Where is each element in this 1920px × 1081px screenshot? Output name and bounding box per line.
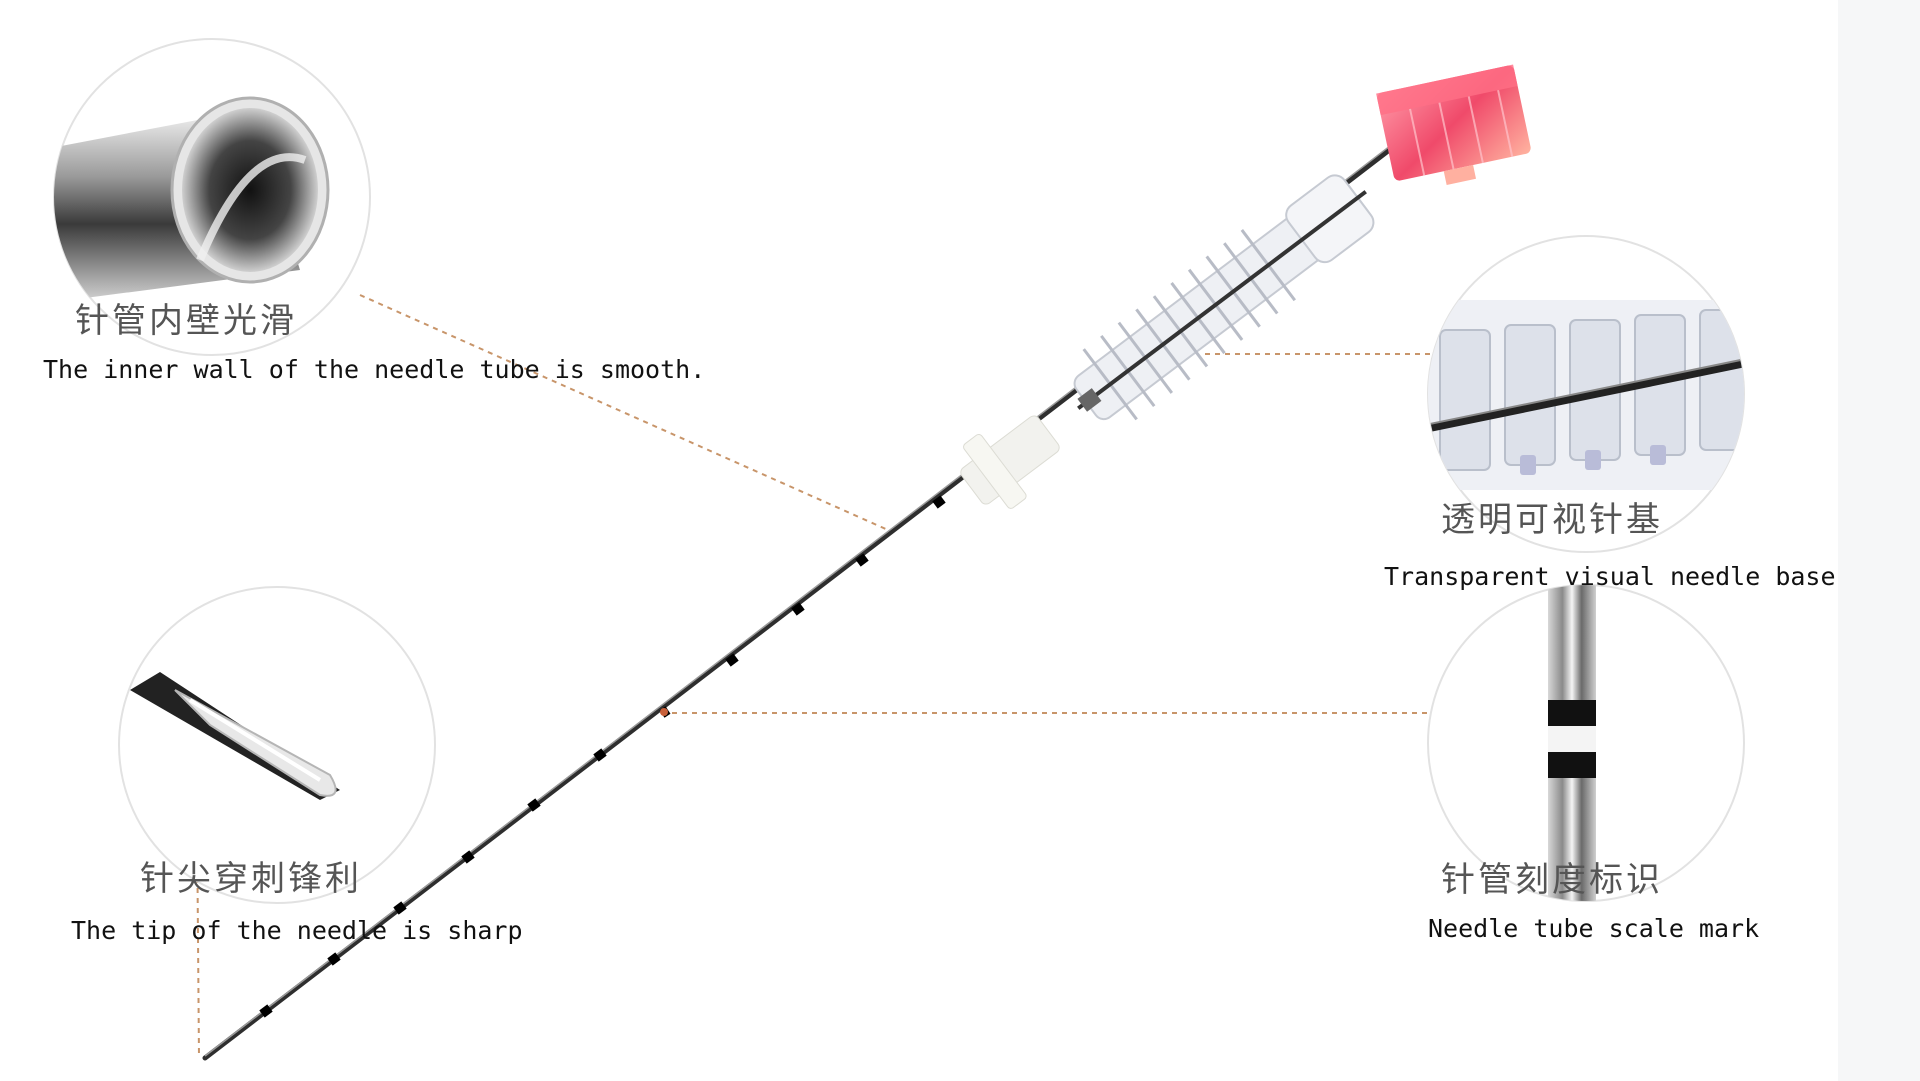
- base-title: 透明可视针基: [1441, 500, 1663, 540]
- scale-title: 针管刻度标识: [1441, 860, 1663, 900]
- needle-tip-magnifier: [118, 586, 436, 904]
- inner-wall-caption: The inner wall of the needle tube is smo…: [43, 355, 706, 384]
- scale-caption: Needle tube scale mark: [1428, 914, 1760, 943]
- base-caption: Transparent visual needle base: [1384, 562, 1836, 591]
- needle-hub: [1376, 64, 1531, 185]
- tip-caption: The tip of the needle is sharp: [71, 916, 523, 945]
- needle-base-magnifier: [1427, 235, 1745, 553]
- tip-title: 针尖穿刺锋利: [140, 859, 362, 899]
- scale-mark-magnifier: [1427, 584, 1745, 902]
- inner-wall-title: 针管内壁光滑: [75, 301, 297, 341]
- stopper: [960, 415, 1060, 509]
- background-strip: [1838, 0, 1920, 1081]
- inner-wall-magnifier: [53, 38, 371, 356]
- needle-base: [1073, 174, 1375, 421]
- leader-inner-wall: [359, 294, 889, 531]
